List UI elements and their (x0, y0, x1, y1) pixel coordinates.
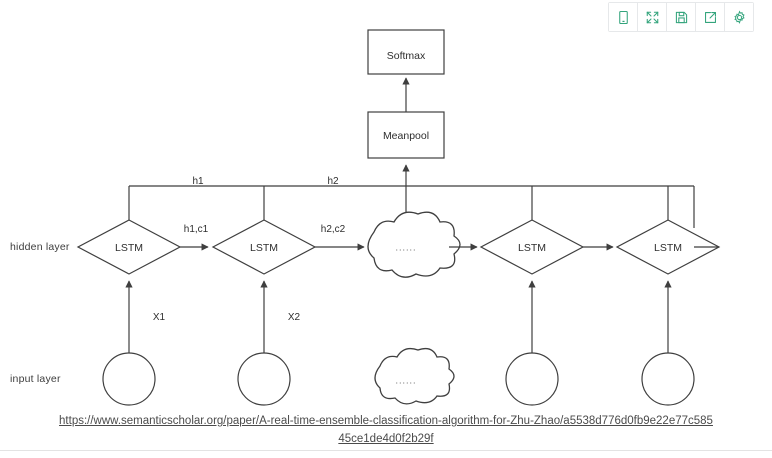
input-cloud-node (374, 347, 455, 405)
share-export-icon-button[interactable] (696, 3, 725, 31)
lstm-label-2: LSTM (250, 242, 278, 254)
share-export-icon (704, 11, 716, 23)
save-disk-icon (675, 11, 687, 23)
fullscreen-expand-icon-button[interactable] (638, 3, 667, 31)
diagram-toolbar (608, 2, 754, 32)
input-node-1 (102, 352, 156, 406)
hidden-layer-label: hidden layer (10, 241, 70, 253)
edge-label-h1: h1 (192, 176, 204, 187)
input-cloud-label: ...... (395, 375, 416, 385)
lstm-node-1 (76, 219, 182, 275)
lstm-label-4: LSTM (654, 242, 682, 254)
lstm-node-4 (615, 219, 721, 275)
bottom-divider (0, 450, 772, 451)
edge-label-x1: X1 (153, 312, 166, 323)
lstm-node-2 (211, 219, 317, 275)
fullscreen-expand-icon (646, 11, 658, 23)
input-node-4 (641, 352, 695, 406)
lstm-node-3 (479, 219, 585, 275)
diagram-canvas[interactable]: hidden layer input layer (0, 0, 772, 412)
input-node-3 (505, 352, 559, 406)
lstm-label-1: LSTM (115, 242, 143, 254)
edge-label-x2: X2 (288, 312, 301, 323)
input-node-2 (237, 352, 291, 406)
gear-settings-icon-button[interactable] (725, 3, 753, 31)
source-link[interactable]: https://www.semanticscholar.org/paper/A-… (59, 415, 713, 445)
save-disk-icon-button[interactable] (667, 3, 696, 31)
gear-settings-icon (733, 9, 745, 24)
lstm-label-3: LSTM (518, 242, 546, 254)
softmax-label: Softmax (387, 50, 426, 62)
softmax-node (367, 29, 445, 75)
hidden-cloud-label: ...... (395, 242, 416, 252)
diagram-svg: Softmax Meanpool LSTM LSTM LSTM LSTM ...… (76, 29, 721, 406)
input-layer-label: input layer (10, 373, 61, 385)
edge-label-h2: h2 (327, 176, 339, 187)
device-preview-icon-button[interactable] (609, 3, 638, 31)
source-link-container: https://www.semanticscholar.org/paper/A-… (0, 412, 772, 448)
hidden-cloud-node (367, 211, 461, 278)
device-preview-icon (618, 10, 628, 24)
meanpool-node (367, 111, 445, 159)
meanpool-label: Meanpool (383, 130, 429, 142)
edge-label-h1c1: h1,c1 (184, 224, 209, 235)
edge-label-h2c2: h2,c2 (321, 224, 346, 235)
